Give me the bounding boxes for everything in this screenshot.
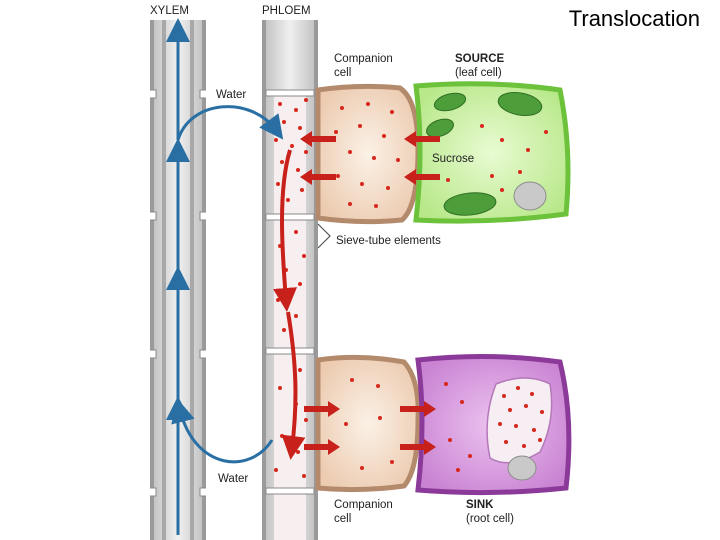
sieve-tube-label: Sieve-tube elements [336, 235, 441, 247]
sink-root-cell [415, 353, 572, 496]
sucrose-unloading-arrows [304, 401, 436, 455]
source-label-2: (leaf cell) [455, 67, 502, 79]
sucrose-label: Sucrose [432, 153, 474, 165]
sink-nucleus [507, 455, 537, 481]
chloroplasts [426, 92, 543, 216]
nucleus [513, 181, 547, 211]
source-label-1: SOURCE [455, 53, 505, 65]
companion-bottom-label-1: Companion [334, 499, 393, 511]
sieve-tube-bracket [317, 223, 331, 249]
vacuole [486, 377, 553, 464]
companion-cell-bottom [315, 354, 421, 493]
companion-top-label-1: Companion [334, 53, 393, 65]
sink-label-2: (root cell) [466, 513, 514, 525]
phloem-label: PHLOEM [262, 5, 311, 17]
companion-top-label-2: cell [334, 67, 351, 79]
source-leaf-cell [413, 81, 571, 224]
slide-title: Translocation [568, 6, 700, 31]
water-top-label: Water [216, 89, 246, 101]
sucrose-loading-arrows [300, 131, 440, 185]
companion-cell-top [315, 83, 421, 225]
phloem-sieve-tube [262, 20, 318, 540]
water-bottom-label: Water [218, 473, 248, 485]
water-arcs [171, 105, 284, 464]
phloem-flow-arrows [273, 149, 306, 460]
xylem-label: XYLEM [150, 5, 189, 17]
sink-label-1: SINK [466, 499, 494, 511]
companion-bottom-label-2: cell [334, 513, 351, 525]
